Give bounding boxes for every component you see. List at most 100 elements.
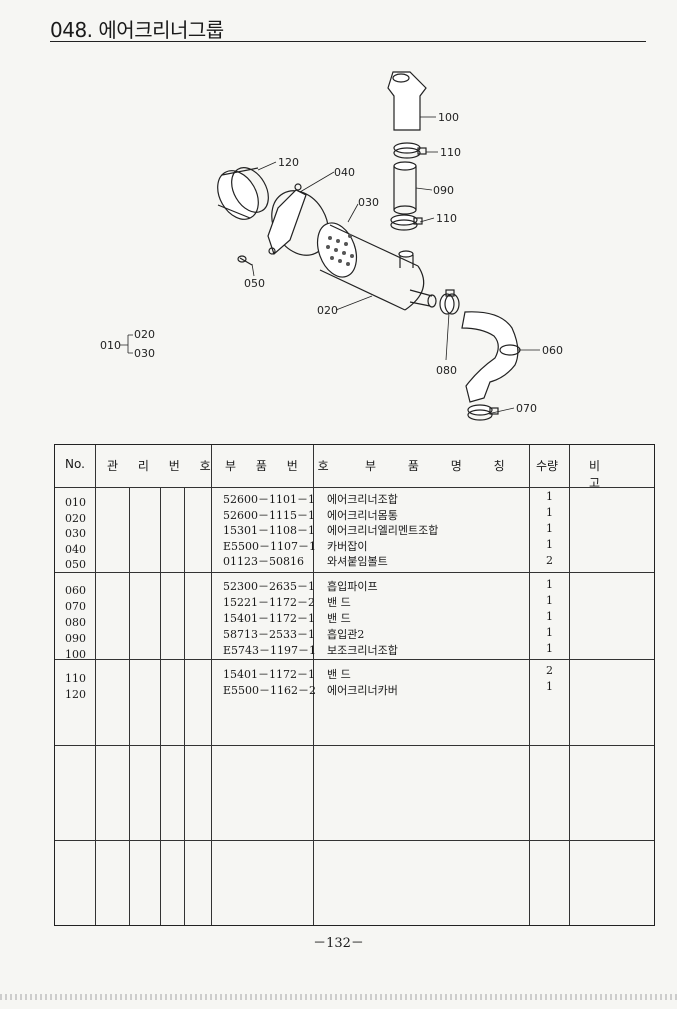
no-column-group-1: 010 020 030 040 050 bbox=[65, 495, 86, 573]
part-number: 15221－1172－2 bbox=[223, 596, 315, 609]
qty-column-group-1: 1 1 1 1 2 bbox=[546, 489, 553, 569]
part-name: 에어크리너엘리멘트조합 bbox=[327, 524, 439, 537]
part-name: 에어크리너카버 bbox=[327, 684, 398, 697]
callout-100: 100 bbox=[438, 111, 459, 124]
no-column-group-3: 110 120 bbox=[65, 671, 86, 703]
band-part-110-upper bbox=[393, 142, 427, 159]
legend-item-020: 020 bbox=[134, 328, 155, 341]
part-no-column-group-3: 15401－1172－1 E5500－1162－2 bbox=[223, 667, 316, 699]
air-cleaner-body-part-020 bbox=[316, 222, 437, 311]
part-number: E5743－1197－1 bbox=[223, 644, 317, 657]
parts-table: No. 관 리 번 호 부 품 번 호 부 품 명 칭 수량 비 고 010 0… bbox=[54, 444, 655, 926]
callout-110-lower: 110 bbox=[436, 212, 457, 225]
row-no: 030 bbox=[65, 527, 86, 540]
page-title: 048. 에어크리너그룹 bbox=[50, 18, 224, 42]
part-name-column-group-3: 밴 드 에어크리너카버 bbox=[327, 667, 398, 699]
part-name: 밴 드 bbox=[327, 668, 351, 681]
callout-070: 070 bbox=[516, 402, 537, 415]
header-control-no: 관 리 번 호 bbox=[107, 459, 219, 473]
group-rule bbox=[55, 572, 654, 573]
callout-020: 020 bbox=[317, 304, 338, 317]
quantity: 1 bbox=[546, 522, 553, 535]
part-no-column-group-1: 52600－1101－1 52600－1115－1 15301－1108－1 E… bbox=[223, 492, 316, 570]
part-number: 52600－1101－1 bbox=[223, 493, 315, 506]
page-number: －132－ bbox=[313, 936, 364, 951]
column-divider bbox=[313, 445, 314, 925]
group-rule bbox=[55, 659, 654, 660]
callout-080: 080 bbox=[436, 364, 457, 377]
part-name: 보조크리너조합 bbox=[327, 644, 398, 657]
callout-060: 060 bbox=[542, 344, 563, 357]
row-no: 060 bbox=[65, 584, 86, 597]
cover-part-120 bbox=[217, 167, 269, 220]
part-name: 흡입파이프 bbox=[327, 580, 378, 593]
quantity: 1 bbox=[546, 610, 553, 623]
part-name: 와셔붙임볼트 bbox=[327, 555, 388, 568]
column-divider bbox=[129, 487, 130, 925]
part-number: E5500－1162－2 bbox=[223, 684, 317, 697]
part-number: 15301－1108－1 bbox=[223, 524, 315, 537]
band-part-070 bbox=[467, 404, 499, 421]
row-no: 120 bbox=[65, 688, 86, 701]
column-divider bbox=[529, 445, 530, 925]
intake-pipe-part-060 bbox=[461, 311, 521, 403]
intake-tube-part-090 bbox=[393, 161, 417, 215]
no-column-group-2: 060 070 080 090 100 bbox=[65, 583, 86, 663]
header-qty: 수량 bbox=[536, 459, 559, 473]
quantity: 1 bbox=[546, 594, 553, 607]
header-part-name: 부 품 명 칭 bbox=[365, 459, 519, 473]
callout-050: 050 bbox=[244, 277, 265, 290]
header-rule bbox=[55, 487, 654, 488]
part-number: 52300－2635－1 bbox=[223, 580, 315, 593]
part-name-column-group-1: 에어크리너조합 에어크리너몸통 에어크리너엘리멘트조합 카버잡이 와셔붙임볼트 bbox=[327, 492, 438, 570]
row-no: 070 bbox=[65, 600, 86, 613]
bolt-part-050 bbox=[237, 255, 253, 266]
quantity: 1 bbox=[546, 490, 553, 503]
callout-040: 040 bbox=[334, 166, 355, 179]
pre-cleaner-part-100 bbox=[387, 71, 427, 131]
scan-edge bbox=[0, 994, 677, 1000]
column-divider bbox=[160, 487, 161, 925]
element-holes-part-030 bbox=[326, 234, 354, 266]
header-remarks: 비 고 bbox=[589, 459, 617, 490]
part-name: 밴 드 bbox=[327, 596, 351, 609]
part-no-column-group-2: 52300－2635－1 15221－1172－2 15401－1172－1 5… bbox=[223, 579, 316, 659]
callout-120: 120 bbox=[278, 156, 299, 169]
part-name: 카버잡이 bbox=[327, 539, 368, 553]
part-name: 에어크리너몸통 bbox=[327, 508, 398, 522]
quantity: 2 bbox=[546, 664, 553, 677]
row-no: 100 bbox=[65, 648, 86, 661]
quantity: 1 bbox=[546, 578, 553, 591]
column-divider bbox=[184, 487, 185, 925]
part-number: 15401－1172－1 bbox=[223, 612, 315, 625]
column-divider bbox=[95, 445, 96, 925]
row-no: 110 bbox=[65, 672, 86, 685]
cover-clamp-part-040 bbox=[267, 183, 329, 256]
row-no: 040 bbox=[65, 542, 86, 556]
title-rule bbox=[50, 41, 646, 42]
header-part-no: 부 품 번 호 bbox=[225, 459, 337, 473]
callout-090: 090 bbox=[433, 184, 454, 197]
group-rule bbox=[55, 840, 654, 841]
quantity: 1 bbox=[546, 642, 553, 655]
row-no: 010 bbox=[65, 496, 86, 509]
quantity: 1 bbox=[546, 680, 553, 693]
quantity: 1 bbox=[546, 626, 553, 639]
part-name: 흡입관2 bbox=[327, 628, 365, 641]
row-no: 090 bbox=[65, 632, 86, 645]
quantity: 1 bbox=[546, 506, 553, 519]
header-no: No. bbox=[65, 457, 85, 471]
part-number: 52600－1115－1 bbox=[223, 508, 315, 522]
exploded-parts-diagram: 100 110 090 110 120 040 030 050 020 080 … bbox=[100, 71, 563, 421]
band-part-080 bbox=[439, 289, 460, 315]
legend-item-030: 030 bbox=[134, 347, 155, 360]
group-rule bbox=[55, 745, 654, 746]
part-number: 58713－2533－1 bbox=[223, 628, 315, 641]
column-divider bbox=[211, 445, 212, 925]
callout-110-upper: 110 bbox=[440, 146, 461, 159]
part-name: 밴 드 bbox=[327, 612, 351, 625]
legend-assembly-010: 010 bbox=[100, 339, 121, 352]
qty-column-group-2: 1 1 1 1 1 bbox=[546, 577, 553, 657]
row-no: 020 bbox=[65, 511, 86, 525]
part-number: 01123－50816 bbox=[223, 555, 304, 568]
